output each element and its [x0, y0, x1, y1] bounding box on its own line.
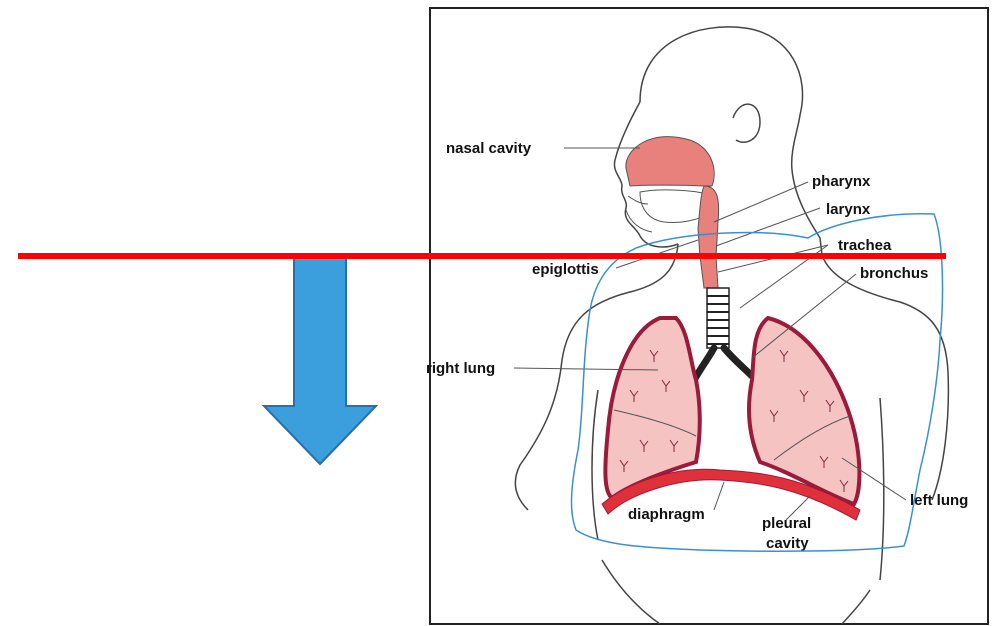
label-right-lung: right lung [426, 360, 495, 377]
label-larynx: larynx [826, 201, 871, 218]
label-diaphragm: diaphragm [628, 506, 705, 523]
down-arrow-shape [264, 256, 376, 464]
label-left-lung: left lung [910, 492, 968, 509]
label-epiglottis: epiglottis [532, 261, 599, 278]
label-bronchus: bronchus [860, 265, 928, 282]
trachea [707, 288, 729, 348]
label-trachea: trachea [838, 237, 892, 254]
label-pleural-line1: pleural [762, 515, 811, 532]
label-pharynx: pharynx [812, 173, 871, 190]
label-pleural-line2: cavity [766, 535, 809, 552]
label-nasal-cavity: nasal cavity [446, 140, 532, 157]
pharynx-shape [698, 186, 719, 258]
